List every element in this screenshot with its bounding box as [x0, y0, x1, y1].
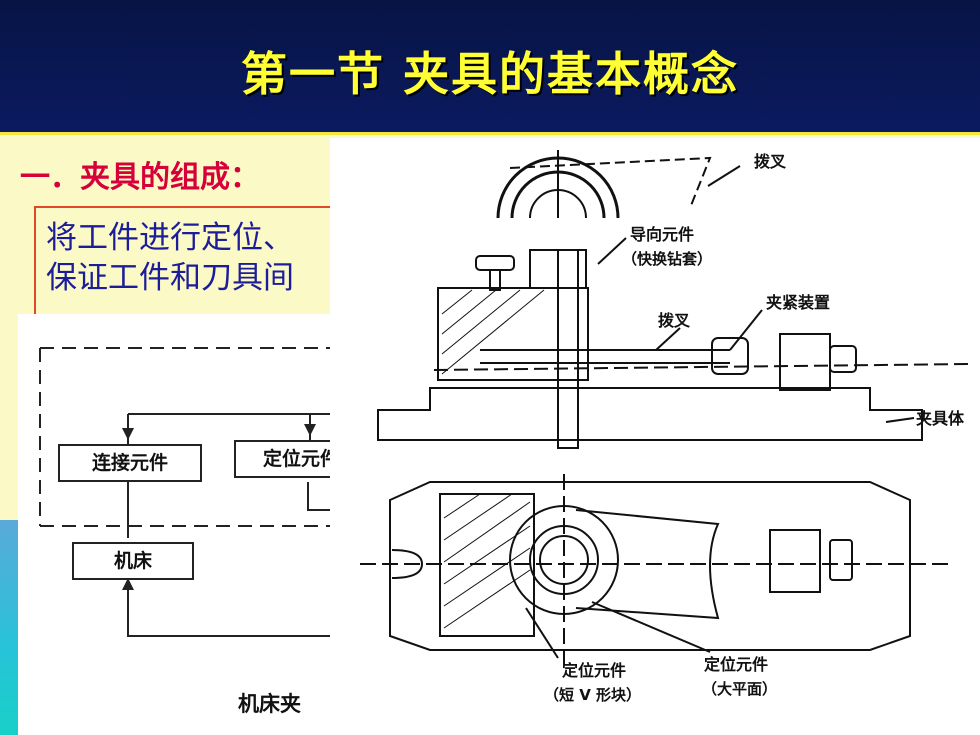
label-bochao-top: 拨叉	[754, 152, 787, 171]
label-guide-sub: （快换钻套）	[622, 250, 712, 268]
section-heading: 一．夹具的组成：	[20, 160, 260, 195]
decorative-band	[0, 520, 18, 735]
title-bar: 第一节 夹具的基本概念	[0, 0, 980, 132]
diagram-caption: 机床夹	[238, 692, 301, 716]
node-machine: 机床	[72, 542, 194, 580]
label-locate-2: 定位元件	[703, 655, 768, 674]
block-diagram: 连接元件 定位元件 机床 机床夹	[18, 314, 338, 735]
label-locate-1-sub: （短 V 形块）	[544, 686, 641, 704]
title-divider	[0, 132, 980, 135]
label-bochao-mid: 拨叉	[658, 311, 691, 330]
label-guide: 导向元件	[630, 225, 694, 244]
label-locate-1: 定位元件	[561, 661, 626, 680]
definition-line-1: 将工件进行定位、	[46, 220, 294, 256]
slide-title: 第一节 夹具的基本概念	[240, 47, 739, 101]
fixture-drawing: 拨叉 导向元件 （快换钻套） 夹紧装置 拨叉 夹具体 定位元件 （短 V 形块）…	[330, 138, 980, 735]
label-locate-2-sub: （大平面）	[702, 680, 777, 698]
node-connect: 连接元件	[58, 444, 202, 482]
node-locate: 定位元件	[234, 440, 338, 478]
fixture-drawing-svg: 拨叉 导向元件 （快换钻套） 夹紧装置 拨叉 夹具体 定位元件 （短 V 形块）…	[360, 150, 971, 704]
block-diagram-lines	[39, 347, 338, 637]
label-body: 夹具体	[916, 409, 965, 428]
definition-line-2: 保证工件和刀具间	[46, 260, 294, 296]
label-clamp: 夹紧装置	[766, 293, 830, 312]
